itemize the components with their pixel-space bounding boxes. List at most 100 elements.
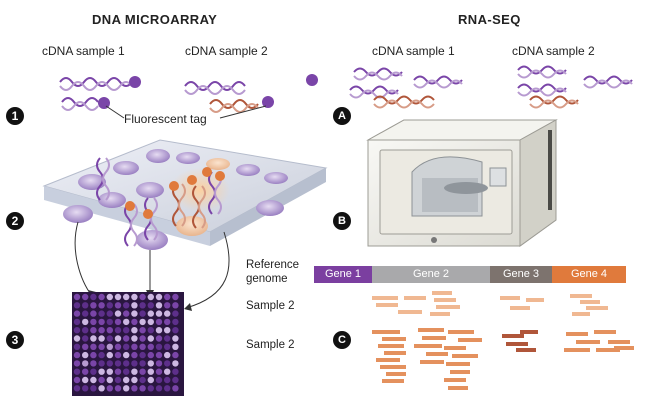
grid-spot xyxy=(172,310,179,317)
grid-spot xyxy=(82,376,89,384)
grid-spot xyxy=(82,360,89,367)
grid-spot xyxy=(155,318,163,326)
grid-spot xyxy=(98,343,105,350)
grid-spot xyxy=(90,318,97,326)
grid-spot xyxy=(155,327,163,334)
grid-spot xyxy=(98,385,105,392)
grid-spot xyxy=(82,302,89,309)
grid-spot xyxy=(106,368,114,375)
reference-genome-label-2: genome xyxy=(246,273,288,285)
sequencing-read xyxy=(594,330,616,334)
grid-spot xyxy=(164,335,171,342)
grid-spot xyxy=(147,310,154,317)
grid-spot xyxy=(155,368,163,375)
grid-spot xyxy=(139,360,146,367)
grid-spot xyxy=(82,351,89,359)
grid-spot xyxy=(139,343,146,350)
grid-spot xyxy=(114,376,122,384)
fluorescent-tag-dot xyxy=(306,74,318,86)
sequencing-read xyxy=(614,346,634,350)
rnaseq-sample2-strands xyxy=(517,65,633,109)
grid-spot xyxy=(114,318,122,326)
grid-spot xyxy=(123,293,130,301)
grid-spot xyxy=(172,360,179,367)
grid-spot xyxy=(82,327,89,334)
grid-spot xyxy=(164,360,171,367)
grid-spot xyxy=(98,360,105,367)
grid-spot xyxy=(147,302,154,309)
grid-spot xyxy=(114,310,122,317)
sequencing-read xyxy=(572,312,590,316)
sequencing-read xyxy=(506,342,528,346)
grid-spot xyxy=(73,376,81,384)
sequencing-read xyxy=(446,362,470,366)
grid-spot xyxy=(98,376,105,384)
grid-spot xyxy=(82,318,89,326)
rnaseq-sample1-label: cDNA sample 1 xyxy=(372,44,455,58)
grid-spot xyxy=(164,318,171,326)
grid-spot xyxy=(172,385,179,392)
grid-spot xyxy=(131,343,138,350)
sequencing-read xyxy=(422,336,446,340)
grid-spot xyxy=(131,327,138,334)
grid-spot xyxy=(155,360,163,367)
grid-spot xyxy=(155,302,163,309)
sequencing-read xyxy=(586,306,608,310)
grid-spot xyxy=(90,302,97,309)
grid-spot xyxy=(90,360,97,367)
sequencing-read xyxy=(450,370,470,374)
grid-spot xyxy=(123,376,130,384)
grid-spot xyxy=(82,343,89,350)
grid-spot xyxy=(131,351,138,359)
grid-spot xyxy=(155,343,163,350)
grid-spot xyxy=(147,368,154,375)
grid-spot xyxy=(98,318,105,326)
fluorescent-tag-dot xyxy=(262,96,274,108)
rnaseq-title: RNA-SEQ xyxy=(458,12,521,27)
sequencing-read xyxy=(380,365,406,369)
grid-spot xyxy=(73,360,81,367)
grid-spot xyxy=(106,310,114,317)
grid-spot xyxy=(131,385,138,392)
grid-spot xyxy=(114,327,122,334)
sequencing-read xyxy=(448,386,468,390)
grid-spot xyxy=(90,376,97,384)
sequencing-read xyxy=(418,328,444,332)
grid-spot xyxy=(155,385,163,392)
sequencing-read xyxy=(566,332,588,336)
sequencing-read xyxy=(432,291,452,295)
grid-spot xyxy=(164,327,171,334)
grid-spot xyxy=(90,335,97,342)
grid-spot xyxy=(106,343,114,350)
grid-spot xyxy=(172,302,179,309)
orange-tag-dots xyxy=(125,167,225,219)
gene-1-segment: Gene 1 xyxy=(314,266,372,283)
grid-spot xyxy=(131,302,138,309)
sequencing-read xyxy=(372,296,398,300)
fluorescent-tag-dot xyxy=(129,76,141,88)
grid-spot xyxy=(114,368,122,375)
sequencing-read xyxy=(436,305,460,309)
grid-spot xyxy=(164,351,171,359)
sequencing-read xyxy=(382,337,406,341)
grid-spot xyxy=(139,335,146,342)
fluorescent-tag-label: Fluorescent tag xyxy=(124,112,207,126)
grid-spot xyxy=(164,376,171,384)
grid-spot xyxy=(139,351,146,359)
sequencing-read xyxy=(430,312,450,316)
grid-spot xyxy=(90,327,97,334)
sample-row-label-1: Sample 2 xyxy=(246,300,295,312)
microarray-grid-spots xyxy=(73,293,179,392)
grid-spot xyxy=(114,335,122,342)
grid-spot xyxy=(139,385,146,392)
grid-spot xyxy=(147,327,154,334)
step-a-badge: A xyxy=(333,107,351,125)
step-b-badge: B xyxy=(333,212,351,230)
grid-spot xyxy=(98,302,105,309)
sequencing-read xyxy=(608,340,630,344)
sequencing-read xyxy=(376,303,398,307)
grid-spot xyxy=(123,302,130,309)
grid-spot xyxy=(82,368,89,375)
grid-spot xyxy=(114,360,122,367)
grid-spot xyxy=(114,293,122,301)
